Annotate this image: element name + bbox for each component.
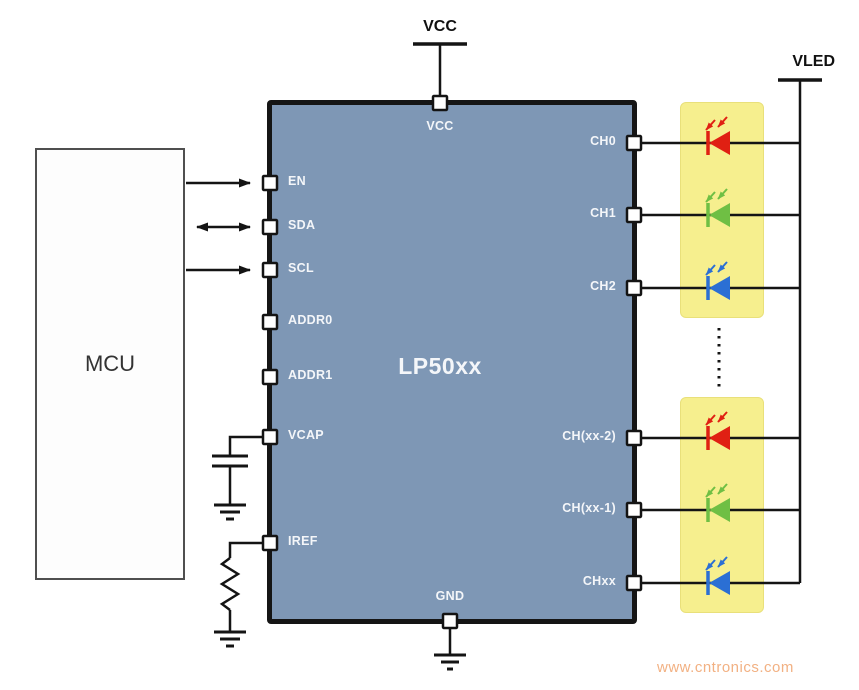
pin-label-chxx-2: CH(xx-2) [562,429,616,443]
pin-chxx-2 [625,429,643,447]
vled-rail-symbol [778,78,822,583]
pin-label-addr1: ADDR1 [288,368,333,382]
vled-rail-label: VLED [792,53,835,70]
led-red-chxx-2 [705,411,730,450]
watermark-text: www.cntronics.com [657,659,794,676]
pin-addr0 [261,313,279,331]
pin-label-chxx-1: CH(xx-1) [562,501,616,515]
mcu-label: MCU [84,351,136,376]
pin-chxx-1 [625,501,643,519]
vcc-rail-label: VCC [423,18,457,35]
pin-iref [261,534,279,552]
pin-ch2 [625,279,643,297]
pin-vcc [431,94,449,112]
pin-label-scl: SCL [288,261,314,275]
pin-label-addr0: ADDR0 [288,313,333,327]
pin-en [261,174,279,192]
pin-label-gnd: GND [435,589,465,603]
led-green-ch1 [705,188,730,227]
pin-label-vcc: VCC [426,119,454,133]
vcap-capacitor [212,435,263,521]
vcc-rail-symbol [413,42,467,103]
led-blue-ch2 [705,261,730,300]
pin-chxx [625,574,643,592]
pin-label-chxx: CHxx [582,574,616,588]
chip-name: LP50xx [398,353,482,379]
led-green-chxx-1 [705,483,730,522]
mcu-block: MCU [35,148,185,580]
pin-label-iref: IREF [288,534,318,548]
pin-scl [261,261,279,279]
pin-ch0 [625,134,643,152]
pin-label-ch2: CH2 [590,279,616,293]
led-blue-chxx [705,556,730,595]
pin-vcap [261,428,279,446]
pin-gnd [441,612,459,630]
pin-label-vcap: VCAP [288,428,324,442]
pin-sda [261,218,279,236]
pin-addr1 [261,368,279,386]
pin-label-ch0: CH0 [590,134,616,148]
pin-label-ch1: CH1 [590,206,616,220]
pin-ch1 [625,206,643,224]
pin-label-en: EN [288,174,306,188]
led-red-ch0 [705,116,730,155]
iref-resistor [214,541,263,648]
pin-label-sda: SDA [288,218,316,232]
